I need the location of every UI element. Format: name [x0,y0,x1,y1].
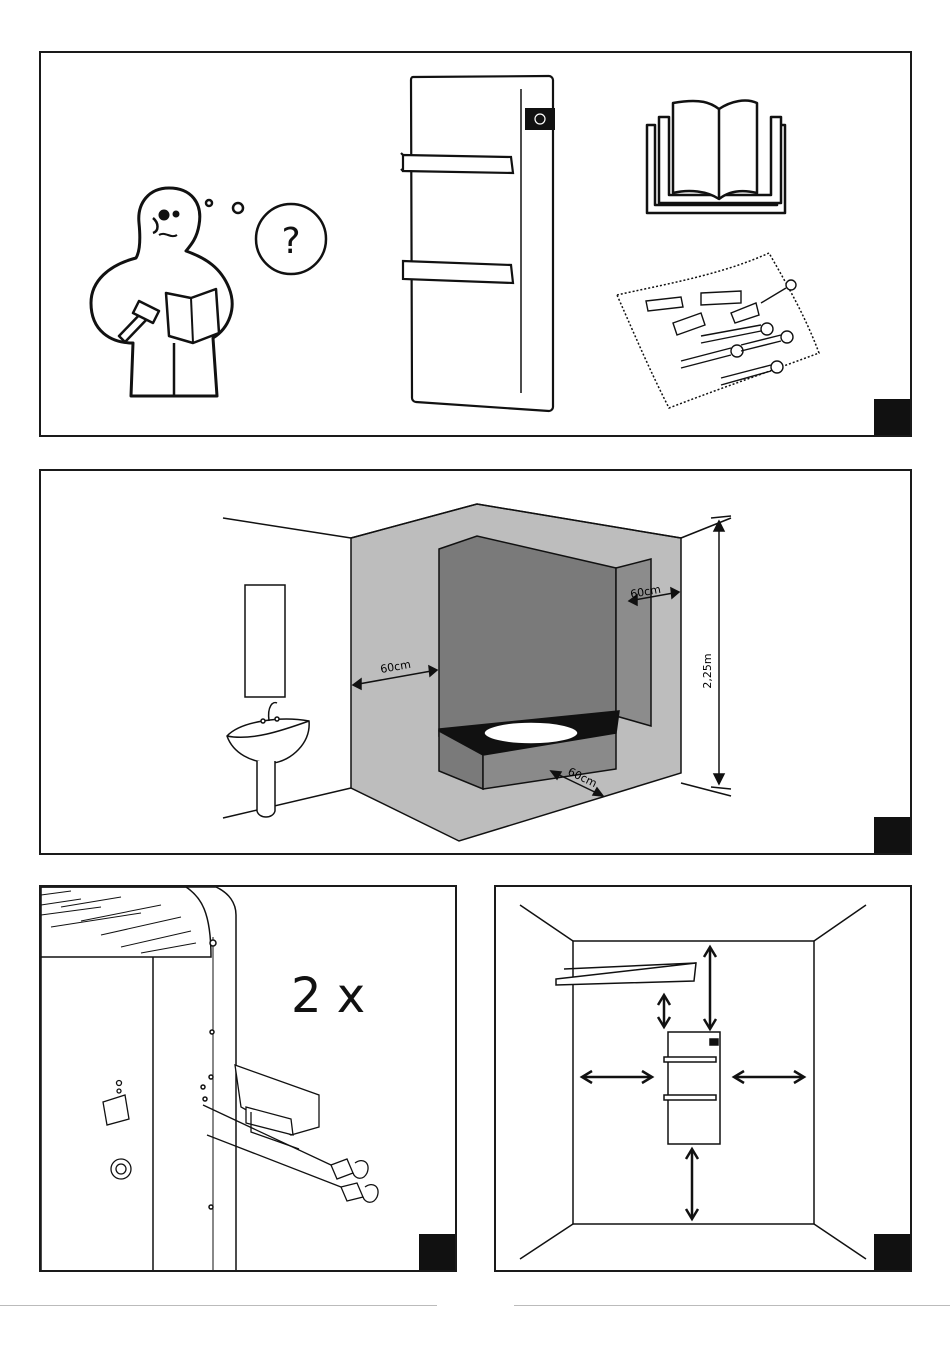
radiator-back-view [41,887,236,1272]
panel-bathroom-safety-zones: 60cm 60cm 60cm 2,25m [39,469,912,855]
radiator-small [664,1032,720,1144]
step-corner-marker [874,817,910,853]
dimension-label-height: 2,25m [701,653,714,688]
screws-bag-icon [617,253,819,408]
panel-1-illustration: ? [41,53,912,437]
panel-3-illustration: 2 x [41,887,457,1272]
panel-2-illustration: 60cm 60cm 60cm 2,25m [41,471,912,855]
shelf [556,963,696,985]
panel-package-contents: ? [39,51,912,437]
step-corner-marker [419,1234,455,1270]
footer-rule-right [514,1305,950,1306]
quantity-label: 2 x [291,968,365,1024]
panel-4-illustration [496,887,912,1272]
washbasin [227,703,309,817]
mirror [245,585,285,697]
panel-mounting-brackets: 2 x [39,885,457,1272]
footer-rule-left [0,1305,437,1306]
control-panel-icon [525,108,555,130]
panel-clearance-distances [494,885,912,1272]
step-corner-marker [874,399,910,435]
towel-radiator [401,76,555,411]
confused-person-figure [91,188,232,396]
step-corner-marker [874,1234,910,1270]
instruction-manual-icon [647,101,785,213]
question-mark: ? [281,221,300,262]
thought-bubble [206,200,326,274]
